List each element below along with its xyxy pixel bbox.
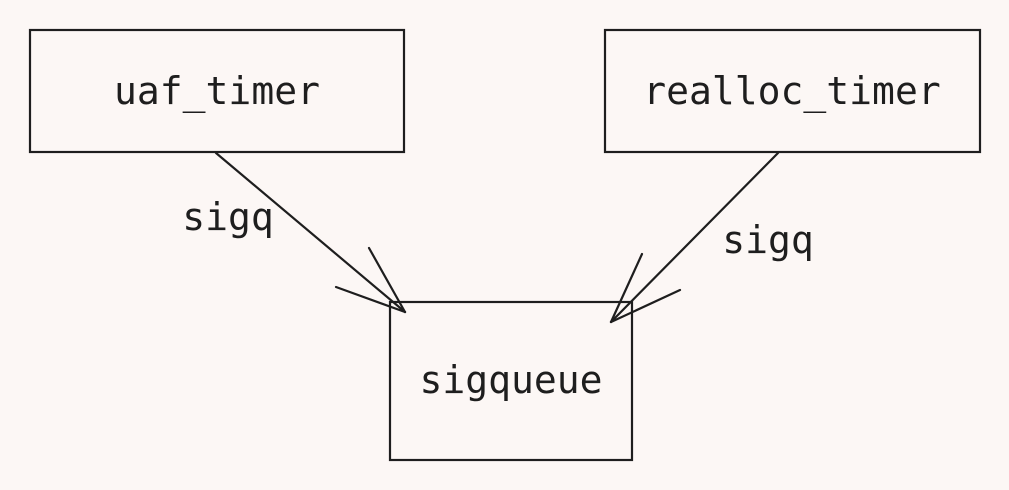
edge-uaf-timer-line xyxy=(214,151,407,314)
edge-realloc-timer-label: sigq xyxy=(722,218,814,262)
edge-uaf-timer-arrowhead-left xyxy=(334,285,407,314)
node-uaf-timer-label: uaf_timer xyxy=(114,69,320,114)
node-sigqueue[interactable]: sigqueue xyxy=(388,300,634,462)
edge-realloc-timer-arrowhead-left xyxy=(609,252,644,324)
node-uaf-timer-box xyxy=(28,28,406,154)
node-realloc-timer-box xyxy=(603,28,982,154)
node-realloc-timer[interactable]: realloc_timer xyxy=(603,28,982,154)
node-realloc-timer-label: realloc_timer xyxy=(643,69,940,114)
edge-uaf-timer-to-sigqueue: sigq xyxy=(182,151,407,314)
edge-uaf-timer-arrowhead-right xyxy=(367,246,407,314)
edge-realloc-timer-to-sigqueue: sigq xyxy=(609,151,814,324)
edge-realloc-timer-arrowhead-right xyxy=(609,288,682,324)
node-sigqueue-box xyxy=(388,300,634,462)
node-sigqueue-label: sigqueue xyxy=(419,358,602,402)
node-uaf-timer[interactable]: uaf_timer xyxy=(28,28,406,154)
edge-uaf-timer-label: sigq xyxy=(182,195,274,239)
edge-realloc-timer-line xyxy=(609,151,780,324)
